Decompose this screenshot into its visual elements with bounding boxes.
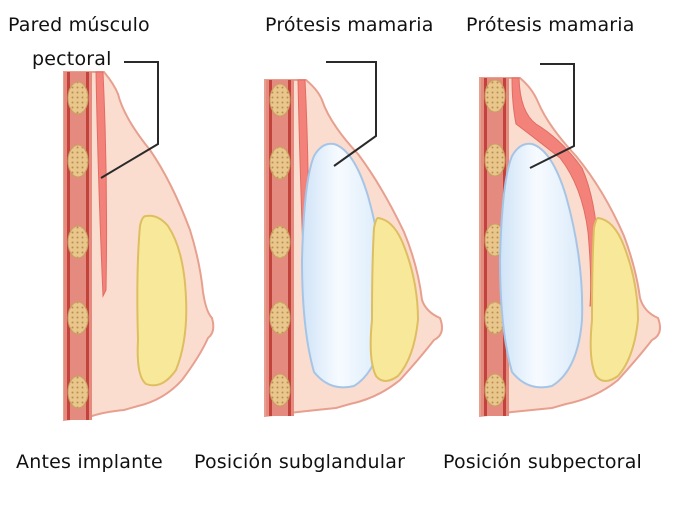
rib-bones xyxy=(269,83,291,407)
caption-subglandular: Posición subglandular xyxy=(194,451,406,473)
leader-line-prosthesis xyxy=(529,63,575,169)
mammary-gland xyxy=(136,214,188,387)
mammary-gland xyxy=(369,216,420,382)
panel-subpectoral xyxy=(479,63,661,418)
label-pectoral-wall-line2: pectoral xyxy=(32,48,112,70)
breast-implant xyxy=(498,142,584,389)
breast-implant xyxy=(300,142,386,389)
caption-subpectoral: Posición subpectoral xyxy=(443,451,643,473)
label-prosthesis-subpectoral: Prótesis mamaria xyxy=(466,14,635,36)
caption-before-implant: Antes implante xyxy=(16,451,163,473)
panel-subglandular xyxy=(264,61,443,418)
panel-before-implant xyxy=(63,61,215,422)
leader-line-prosthesis xyxy=(326,61,377,167)
label-prosthesis-subglandular: Prótesis mamaria xyxy=(265,14,434,36)
mammary-gland xyxy=(589,216,640,382)
rib-bones xyxy=(67,81,89,409)
label-pectoral-wall: Pared músculo xyxy=(8,14,150,36)
pectoral-muscle xyxy=(95,71,108,298)
leader-line-pectoral xyxy=(100,61,159,179)
